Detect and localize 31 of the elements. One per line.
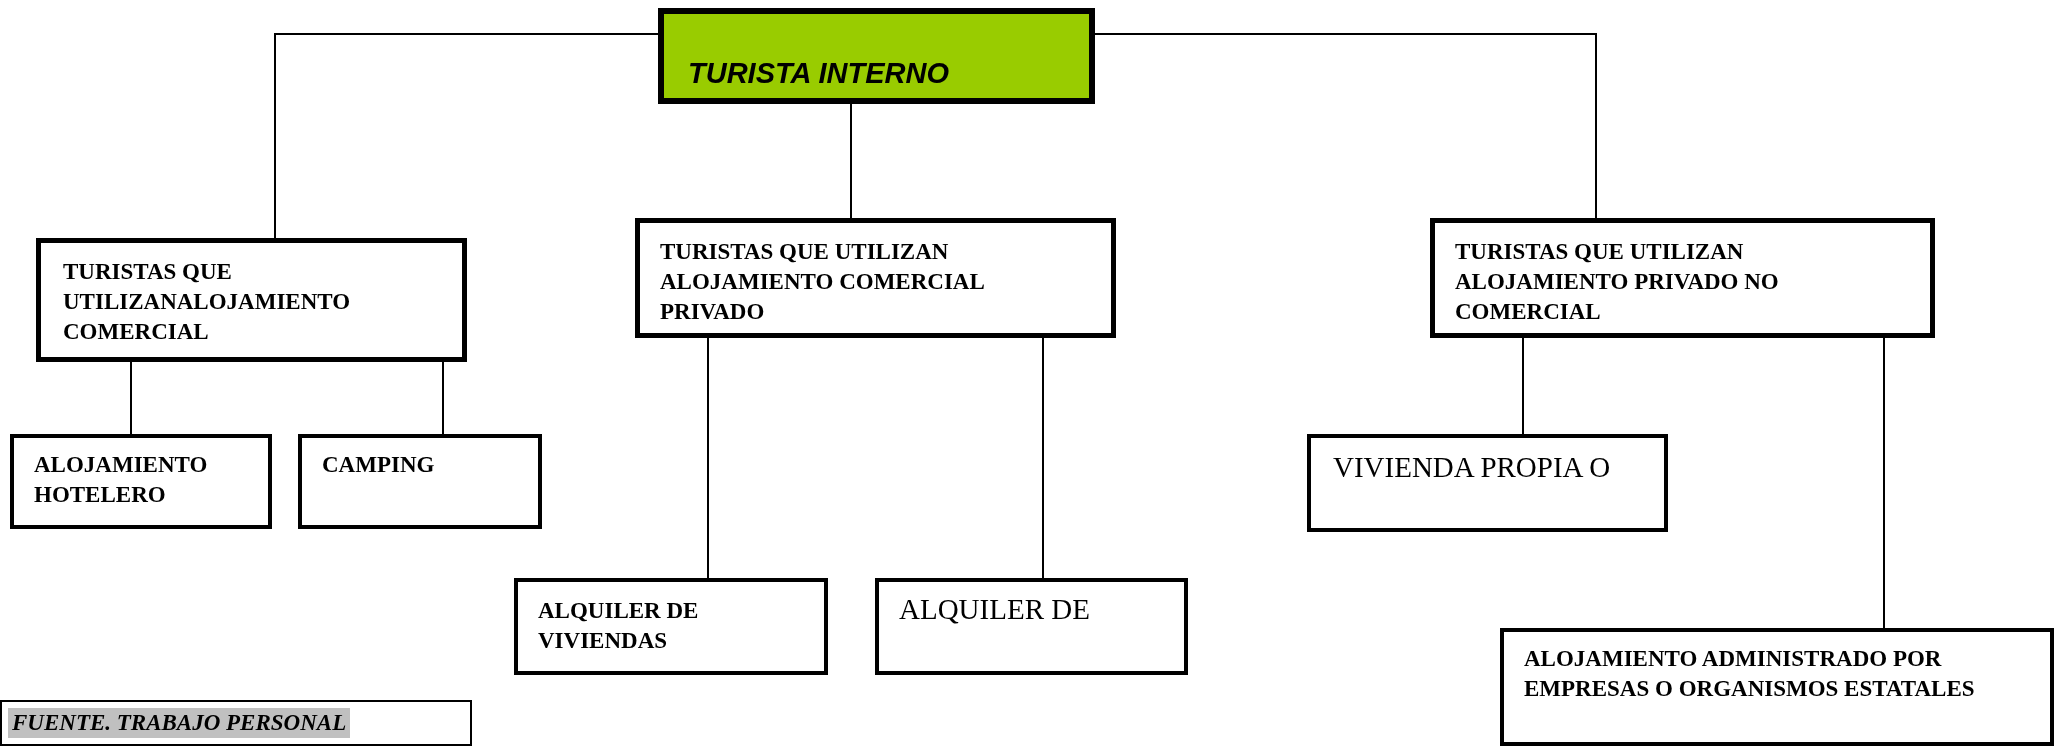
category-box (36, 238, 467, 362)
category-box (10, 434, 272, 529)
connector-line (130, 361, 132, 435)
category-box (635, 218, 1116, 338)
connector-line (274, 33, 659, 239)
connector-line (1522, 337, 1524, 435)
connector-line (707, 337, 709, 579)
source-box (0, 700, 472, 746)
connector-line (1094, 33, 1597, 219)
root-box (658, 8, 1095, 104)
node-label: VIVIENDA PROPIA O (1333, 450, 1612, 484)
node-label: TURISTAS QUE UTILIZAN ALOJAMIENTO PRIVADO NO COMERCIAL (1455, 238, 1780, 326)
category-box (1430, 218, 1935, 338)
node-label: CAMPING (322, 451, 436, 479)
connector-line (1883, 337, 1885, 629)
node-label: ALOJAMIENTO ADMINISTRADO POR EMPRESAS O ORGANISMOS ESTATALES (1524, 645, 1976, 703)
connector-line (850, 103, 852, 219)
node-label: TURISTA INTERNO (688, 58, 949, 88)
category-box (1500, 628, 2054, 746)
node-label: TURISTAS QUE UTILIZANALOJAMIENTO COMERCIAL (63, 258, 352, 346)
node-label: TURISTAS QUE UTILIZAN ALOJAMIENTO COMERCIAL PRIVADO (660, 238, 985, 326)
category-box (298, 434, 542, 529)
node-label: ALOJAMIENTO HOTELERO (34, 451, 209, 509)
category-box (1307, 434, 1668, 532)
source-note: FUENTE. TRABAJO PERSONAL (8, 708, 351, 738)
connector-line (1042, 337, 1044, 579)
connector-line (442, 361, 444, 435)
category-box (514, 578, 828, 675)
node-label: ALQUILER DE (899, 592, 1091, 626)
node-label: ALQUILER DE VIVIENDAS (538, 597, 700, 655)
category-box (875, 578, 1188, 675)
